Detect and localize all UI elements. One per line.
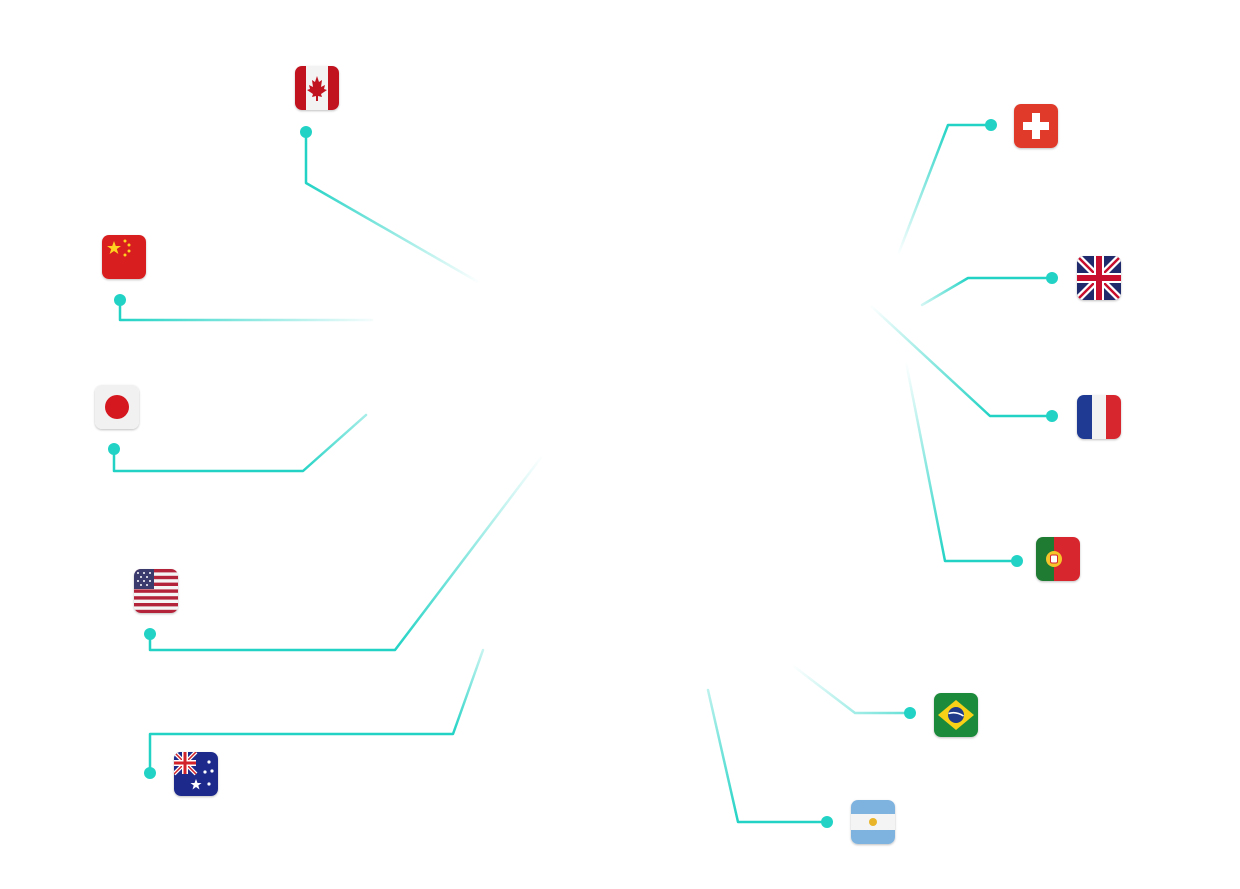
japan-flag-icon bbox=[95, 385, 139, 429]
connector-dot-switzerland bbox=[985, 119, 997, 131]
canada-flag-icon bbox=[295, 66, 339, 110]
usa-flag-icon bbox=[134, 569, 178, 613]
connector-line-canada bbox=[304, 130, 482, 285]
switzerland-flag-icon bbox=[1014, 104, 1058, 148]
connector-line-usa bbox=[148, 453, 545, 652]
connector-dot-australia bbox=[144, 767, 156, 779]
connector-line-brazil bbox=[790, 663, 912, 715]
connector-dot-usa bbox=[144, 628, 156, 640]
connector-line-uk bbox=[920, 276, 1054, 307]
connector-dot-japan bbox=[108, 443, 120, 455]
argentina-flag-icon bbox=[851, 800, 895, 844]
connector-line-france bbox=[868, 303, 1054, 418]
connector-line-switzerland bbox=[896, 123, 993, 257]
connector-dot-uk bbox=[1046, 272, 1058, 284]
connector-dot-france bbox=[1046, 410, 1058, 422]
connector-dot-brazil bbox=[904, 707, 916, 719]
connector-line-argentina bbox=[706, 688, 829, 824]
uk-flag-icon bbox=[1077, 256, 1121, 300]
france-flag-icon bbox=[1077, 395, 1121, 439]
connector-line-japan bbox=[112, 413, 368, 473]
connector-line-australia bbox=[148, 648, 485, 775]
china-flag-icon bbox=[102, 235, 146, 279]
connector-dot-china bbox=[114, 294, 126, 306]
connector-dot-canada bbox=[300, 126, 312, 138]
brazil-flag-icon bbox=[934, 693, 978, 737]
connector-line-portugal bbox=[904, 360, 1019, 563]
connector-dot-argentina bbox=[821, 816, 833, 828]
connector-dot-portugal bbox=[1011, 555, 1023, 567]
australia-flag-icon bbox=[174, 752, 218, 796]
connector-line-china bbox=[118, 298, 374, 322]
portugal-flag-icon bbox=[1036, 537, 1080, 581]
